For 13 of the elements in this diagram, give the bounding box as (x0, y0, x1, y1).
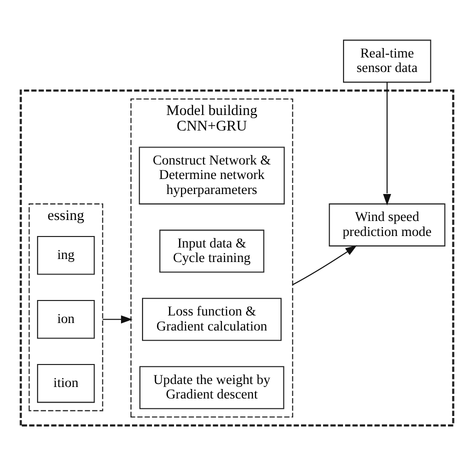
arrow (102, 315, 133, 324)
cluster (20, 90, 454, 426)
arrow (383, 82, 392, 206)
node-box: Input data & Cycle training (159, 230, 264, 273)
node-box: Construct Network & Determine network hyperparameters (138, 146, 285, 204)
arrow (292, 245, 357, 286)
node-box: ition (37, 364, 95, 403)
node-box: Wind speed prediction mode (328, 203, 446, 246)
node-box: Loss function & Gradient calculation (142, 298, 282, 341)
node-box: ing (37, 236, 95, 275)
node-box: Real-time sensor data (343, 40, 432, 83)
node-box: Update the weight by Gradient descent (139, 366, 284, 410)
node-box: ion (37, 300, 95, 339)
